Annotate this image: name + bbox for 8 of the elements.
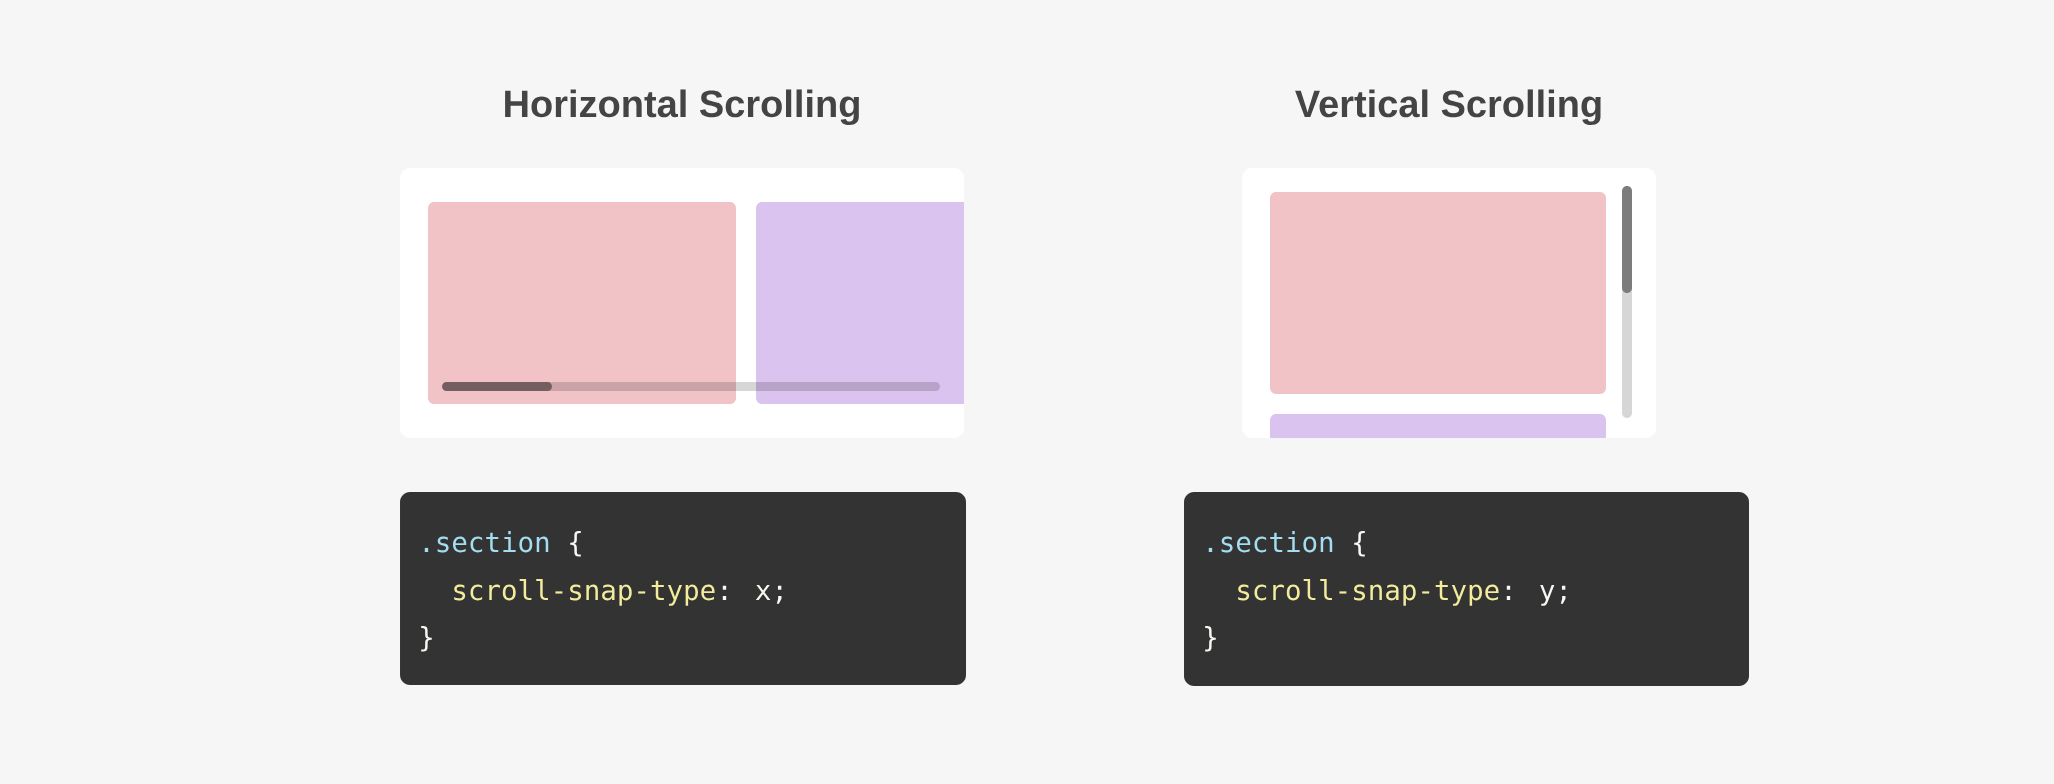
code-block: .section { scroll-snap-type : y; } <box>1184 492 1749 686</box>
heading: Vertical Scrolling <box>1295 89 1601 126</box>
code-block: .section { scroll-snap-type : x; } <box>400 492 966 685</box>
card <box>428 202 736 404</box>
heading: Horizontal Scrolling <box>505 89 859 126</box>
card <box>756 202 964 404</box>
card <box>1270 414 1606 438</box>
card <box>1270 192 1606 394</box>
